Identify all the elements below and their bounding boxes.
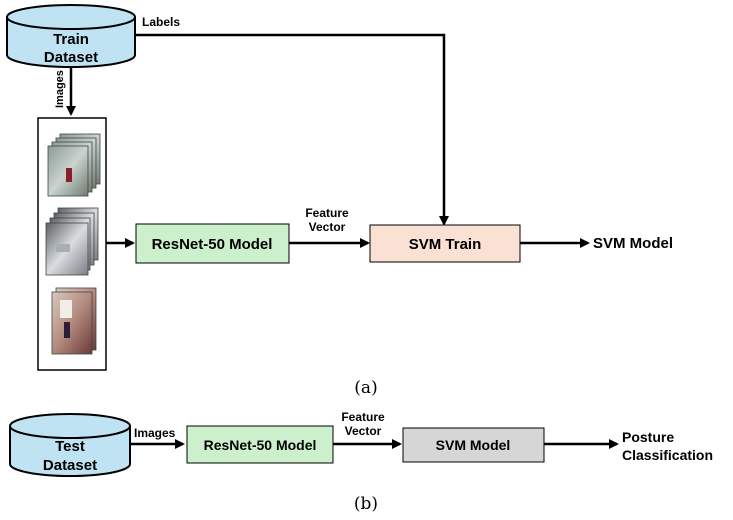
images-text-vertical: Images [54, 70, 66, 108]
training-images-panel [37, 117, 107, 371]
resnet-model-box-a: ResNet-50 Model [135, 223, 290, 264]
test-dataset-label-line2: Dataset [43, 457, 97, 474]
resnet-model-box-b: ResNet-50 Model [186, 425, 334, 464]
image-stack-3 [51, 287, 97, 355]
resnet-label-b: ResNet-50 Model [204, 437, 317, 453]
caption-b: (b) [354, 494, 378, 514]
train-dataset-cylinder: Train Dataset [6, 4, 136, 68]
feature-label-a-line1: Feature [305, 206, 349, 220]
posture-label-line1: Posture [622, 429, 674, 445]
train-dataset-label-line1: Train [53, 31, 89, 48]
posture-label-line2: Classification [622, 447, 713, 463]
resnet-label-a: ResNet-50 Model [152, 236, 273, 253]
svm-model-box-b: SVM Model [402, 427, 545, 463]
test-dataset-cylinder: Test Dataset [9, 413, 131, 477]
svm-train-label: SVM Train [409, 236, 482, 253]
train-dataset-label-line2: Dataset [44, 49, 98, 66]
images-text-b: Images [134, 426, 176, 440]
image-stack-1 [47, 133, 101, 197]
feature-label-b-line1: Feature [341, 410, 385, 424]
labels-text: Labels [142, 15, 180, 29]
feature-label-a-line2: Vector [309, 220, 346, 234]
svm-model-label-b: SVM Model [436, 437, 511, 453]
feature-label-b-line2: Vector [345, 424, 382, 438]
svm-model-output-label: SVM Model [593, 235, 673, 252]
test-dataset-label-line1: Test [55, 438, 85, 455]
caption-a: (a) [354, 378, 377, 398]
labels-arrow [135, 33, 449, 226]
svm-train-box: SVM Train [369, 224, 521, 263]
image-stack-2 [45, 207, 99, 276]
